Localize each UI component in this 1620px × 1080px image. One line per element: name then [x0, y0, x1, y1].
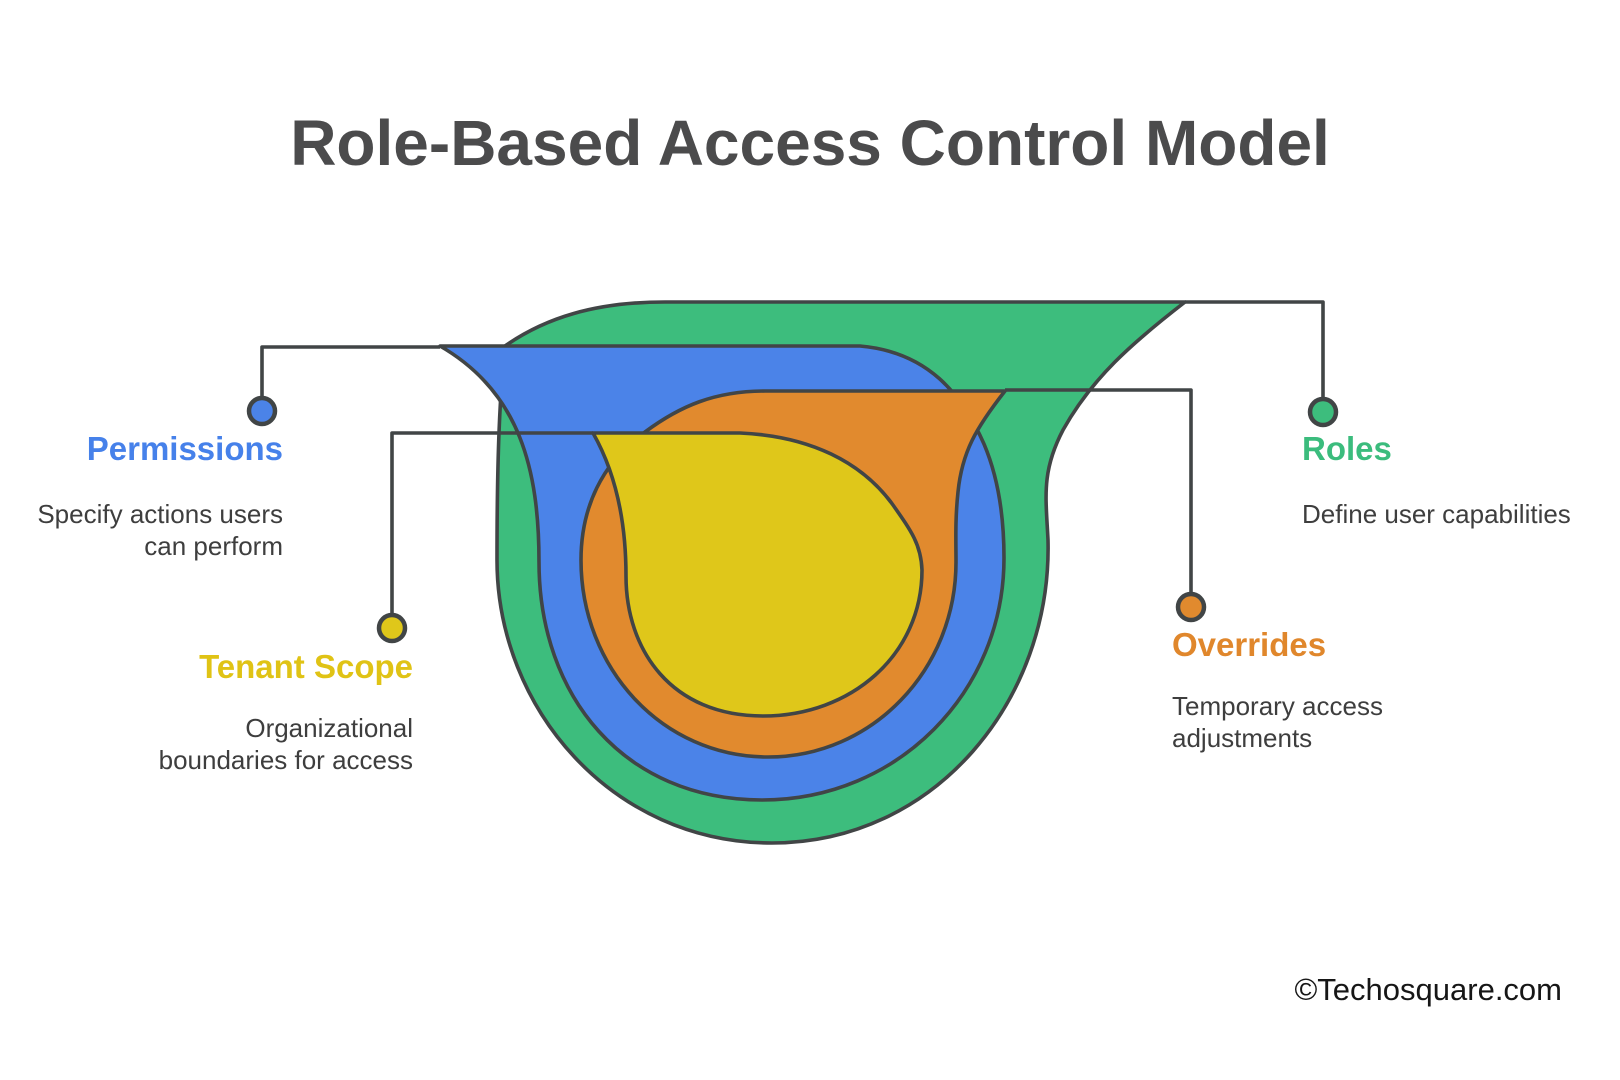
label-tenant-scope-desc-line1: Organizational — [245, 713, 413, 743]
label-overrides-title: Overrides — [1172, 626, 1327, 663]
connector-overrides — [1005, 388, 1193, 594]
label-permissions-desc-line2: can perform — [144, 531, 283, 561]
label-roles-desc: Define user capabilities — [1302, 498, 1571, 530]
label-roles-desc-line1: Define user capabilities — [1302, 499, 1571, 529]
connector-roles — [1185, 300, 1325, 399]
label-roles-title: Roles — [1302, 430, 1392, 467]
label-tenant-scope-desc: Organizational boundaries for access — [159, 712, 413, 776]
label-permissions-desc-line1: Specify actions users — [37, 499, 283, 529]
label-permissions-desc: Specify actions users can perform — [37, 498, 283, 562]
label-overrides-desc-line1: Temporary access — [1172, 691, 1383, 721]
label-overrides-desc: Temporary access adjustments — [1172, 690, 1383, 754]
page-title: Role-Based Access Control Model — [290, 107, 1330, 179]
label-permissions: Permissions — [87, 430, 283, 468]
label-tenant-scope: Tenant Scope — [199, 648, 413, 686]
watermark: ©Techosquare.com — [1294, 972, 1562, 1007]
label-tenant-scope-desc-line2: boundaries for access — [158, 745, 413, 775]
label-overrides-desc-line2: adjustments — [1172, 723, 1313, 753]
dot-tenant-scope — [376, 612, 408, 644]
connector-permissions — [260, 345, 440, 398]
label-roles: Roles — [1302, 430, 1392, 468]
ring-tenant-scope-shape — [591, 431, 924, 718]
label-tenant-scope-title: Tenant Scope — [199, 648, 413, 685]
label-permissions-title: Permissions — [86, 430, 283, 467]
dot-overrides — [1175, 591, 1207, 623]
label-overrides: Overrides — [1172, 626, 1326, 664]
dot-roles — [1307, 396, 1339, 428]
dot-permissions — [246, 395, 278, 427]
connector-tenant-scope — [390, 431, 593, 615]
